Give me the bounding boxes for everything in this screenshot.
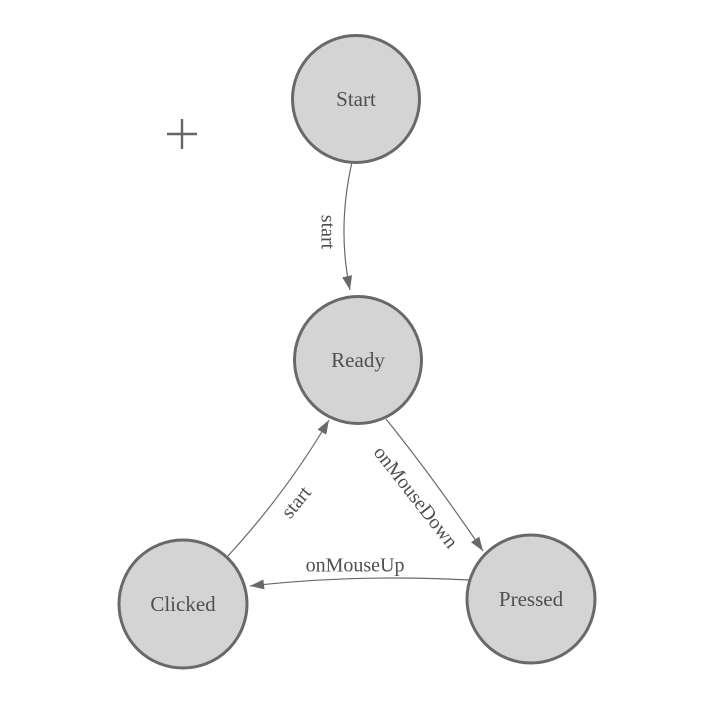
node-ready-label: Ready <box>331 348 385 372</box>
edge-pressed-to-clicked[interactable] <box>249 577 470 590</box>
node-pressed-circle <box>465 533 597 665</box>
node-start[interactable]: Start <box>291 34 421 164</box>
node-clicked-circle <box>117 538 249 670</box>
edge-ready-to-pressed[interactable] <box>385 418 484 552</box>
node-clicked[interactable]: Clicked <box>117 538 249 670</box>
node-start-circle <box>291 34 421 164</box>
edge-clicked-to-ready[interactable] <box>226 419 330 558</box>
node-pressed-label: Pressed <box>499 587 564 611</box>
node-start-label: Start <box>336 87 376 111</box>
plus-icon[interactable] <box>167 119 197 149</box>
edge-label-ready-to-pressed: onMouseDown <box>369 442 462 553</box>
edge-label-clicked-to-ready: start <box>277 482 316 523</box>
node-pressed[interactable]: Pressed <box>465 533 597 665</box>
node-ready-circle <box>293 295 423 425</box>
node-ready[interactable]: Ready <box>293 295 423 425</box>
node-clicked-label: Clicked <box>150 592 216 616</box>
edge-start-to-ready[interactable] <box>342 161 353 291</box>
edge-label-start-to-ready: start <box>316 215 338 250</box>
edge-label-pressed-to-clicked: onMouseUp <box>306 555 405 577</box>
